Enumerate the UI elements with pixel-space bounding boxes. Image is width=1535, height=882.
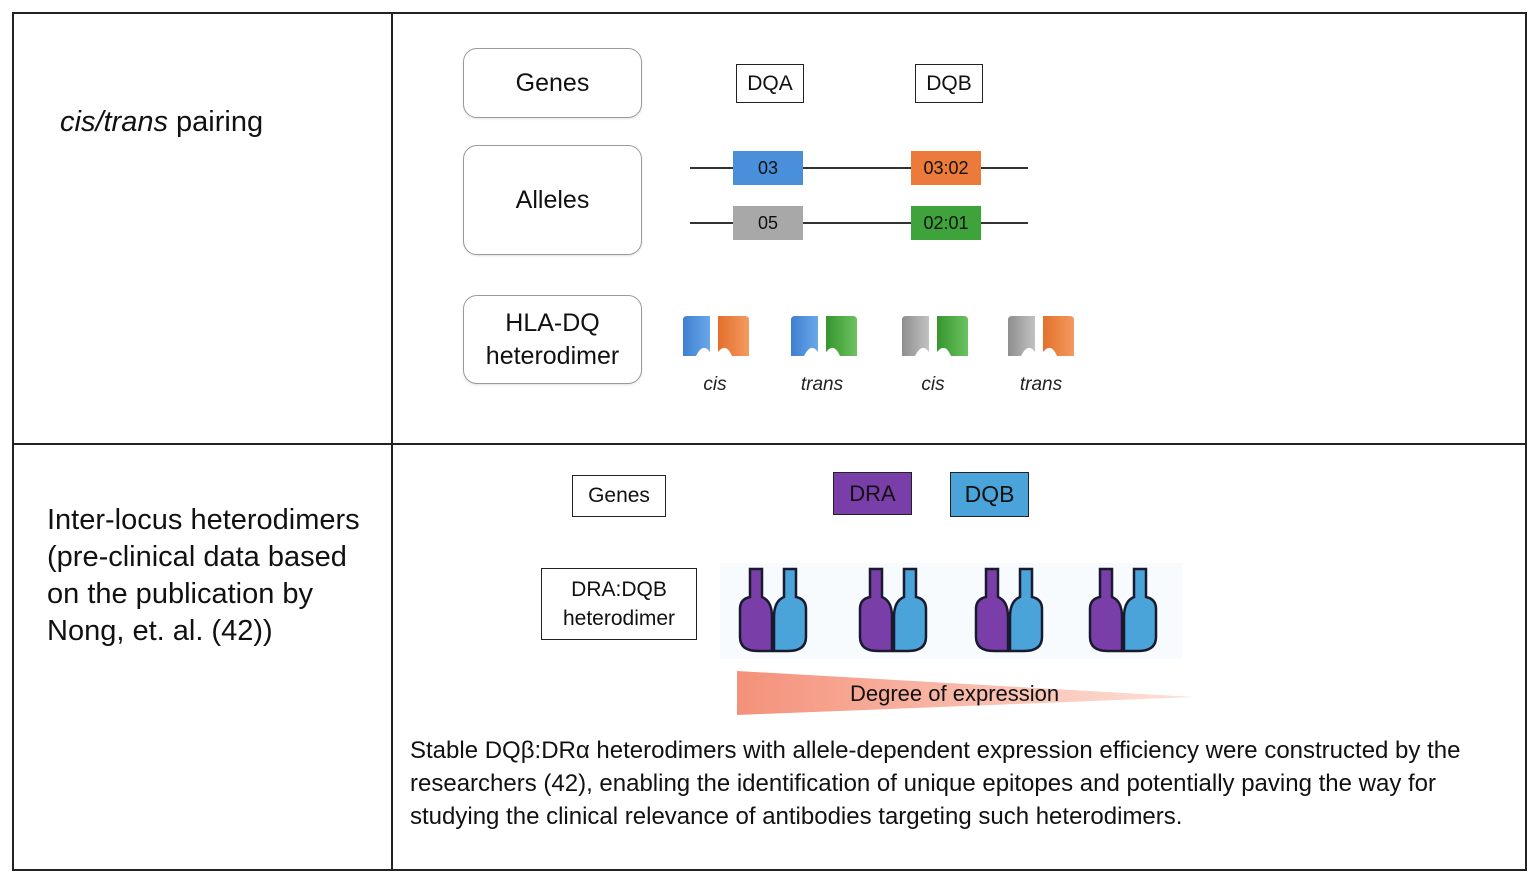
- pairing-label-2: trans: [800, 374, 844, 395]
- gene-dqb-row2-label: DQB: [964, 481, 1015, 507]
- pairing-label-1: cis: [703, 374, 727, 395]
- table-border-right: [1525, 12, 1527, 871]
- allele-strand-1: [690, 167, 1028, 169]
- hla-dq-heterodimer-box: HLA-DQ heterodimer: [463, 295, 642, 384]
- hla-dq-heterodimer-shapes: [683, 316, 1074, 356]
- gene-dqa-box: DQA: [736, 64, 804, 103]
- row2-description: Stable DQβ:DRα heterodimers with allele-…: [410, 737, 1461, 830]
- hla-dq-heterodimer-label: HLA-DQ heterodimer: [485, 308, 620, 370]
- allele-strand-2: [690, 222, 1028, 224]
- dra-dqb-heterodimer-box: DRA:DQB heterodimer: [541, 568, 697, 640]
- gene-dqb-box: DQB: [915, 64, 983, 103]
- dra-dqb-dimer-4-icon: [1088, 567, 1158, 653]
- allele-dqa-03-label: 03: [757, 157, 779, 178]
- allele-dqa-03: 03: [733, 151, 803, 185]
- gene-dqb-label: DQB: [926, 71, 972, 95]
- row2-genes-label: Genes: [588, 484, 650, 507]
- dimer-cis-2-icon: [902, 316, 968, 356]
- gene-dqa-label: DQA: [747, 71, 793, 95]
- dimer-cis-1-icon: [683, 316, 749, 356]
- allele-dqa-05: 05: [733, 206, 803, 240]
- alleles-box: Alleles: [463, 145, 642, 255]
- dra-dqb-dimer-3-icon: [974, 567, 1044, 653]
- row1-label: cis/trans pairing: [60, 104, 263, 141]
- row1-label-italic: cis/trans: [60, 106, 168, 138]
- table-column-divider: [391, 12, 393, 871]
- allele-dqb-0302-label: 03:02: [923, 157, 969, 178]
- row2-genes-box: Genes: [572, 475, 666, 517]
- table-border-left: [12, 12, 14, 871]
- row2-label: Inter-locus heterodimers (pre-clinical d…: [47, 504, 360, 647]
- dra-dqb-heterodimer-label: DRA:DQB heterodimer: [562, 578, 676, 630]
- dimer-trans-1-icon: [791, 316, 857, 356]
- genes-box: Genes: [463, 48, 642, 118]
- dra-dqb-dimer-2-icon: [858, 567, 928, 653]
- allele-dqb-0201-label: 02:01: [923, 212, 969, 233]
- dra-dqb-heterodimer-shapes: [720, 563, 1182, 659]
- pairing-label-3: cis: [921, 374, 945, 395]
- alleles-box-label: Alleles: [515, 185, 590, 214]
- pairing-label-4: trans: [1019, 374, 1063, 395]
- dra-dqb-dimer-1-icon: [738, 567, 808, 653]
- genes-box-label: Genes: [515, 68, 590, 97]
- table-row-divider: [12, 443, 1527, 445]
- allele-dqb-0201: 02:01: [911, 206, 981, 240]
- degree-of-expression-label: Degree of expression: [850, 681, 1060, 706]
- dimer-trans-2-icon: [1008, 316, 1074, 356]
- allele-dqa-05-label: 05: [757, 212, 779, 233]
- gene-dqb-row2-box: DQB: [950, 472, 1029, 517]
- gene-dra-box: DRA: [833, 472, 912, 515]
- gene-dra-label: DRA: [849, 480, 896, 506]
- table-border-top: [12, 12, 1527, 14]
- row1-label-rest: pairing: [167, 106, 264, 138]
- expression-gradient-wedge: [737, 671, 1195, 715]
- allele-dqb-0302: 03:02: [911, 151, 981, 185]
- table-border-bottom: [12, 869, 1527, 871]
